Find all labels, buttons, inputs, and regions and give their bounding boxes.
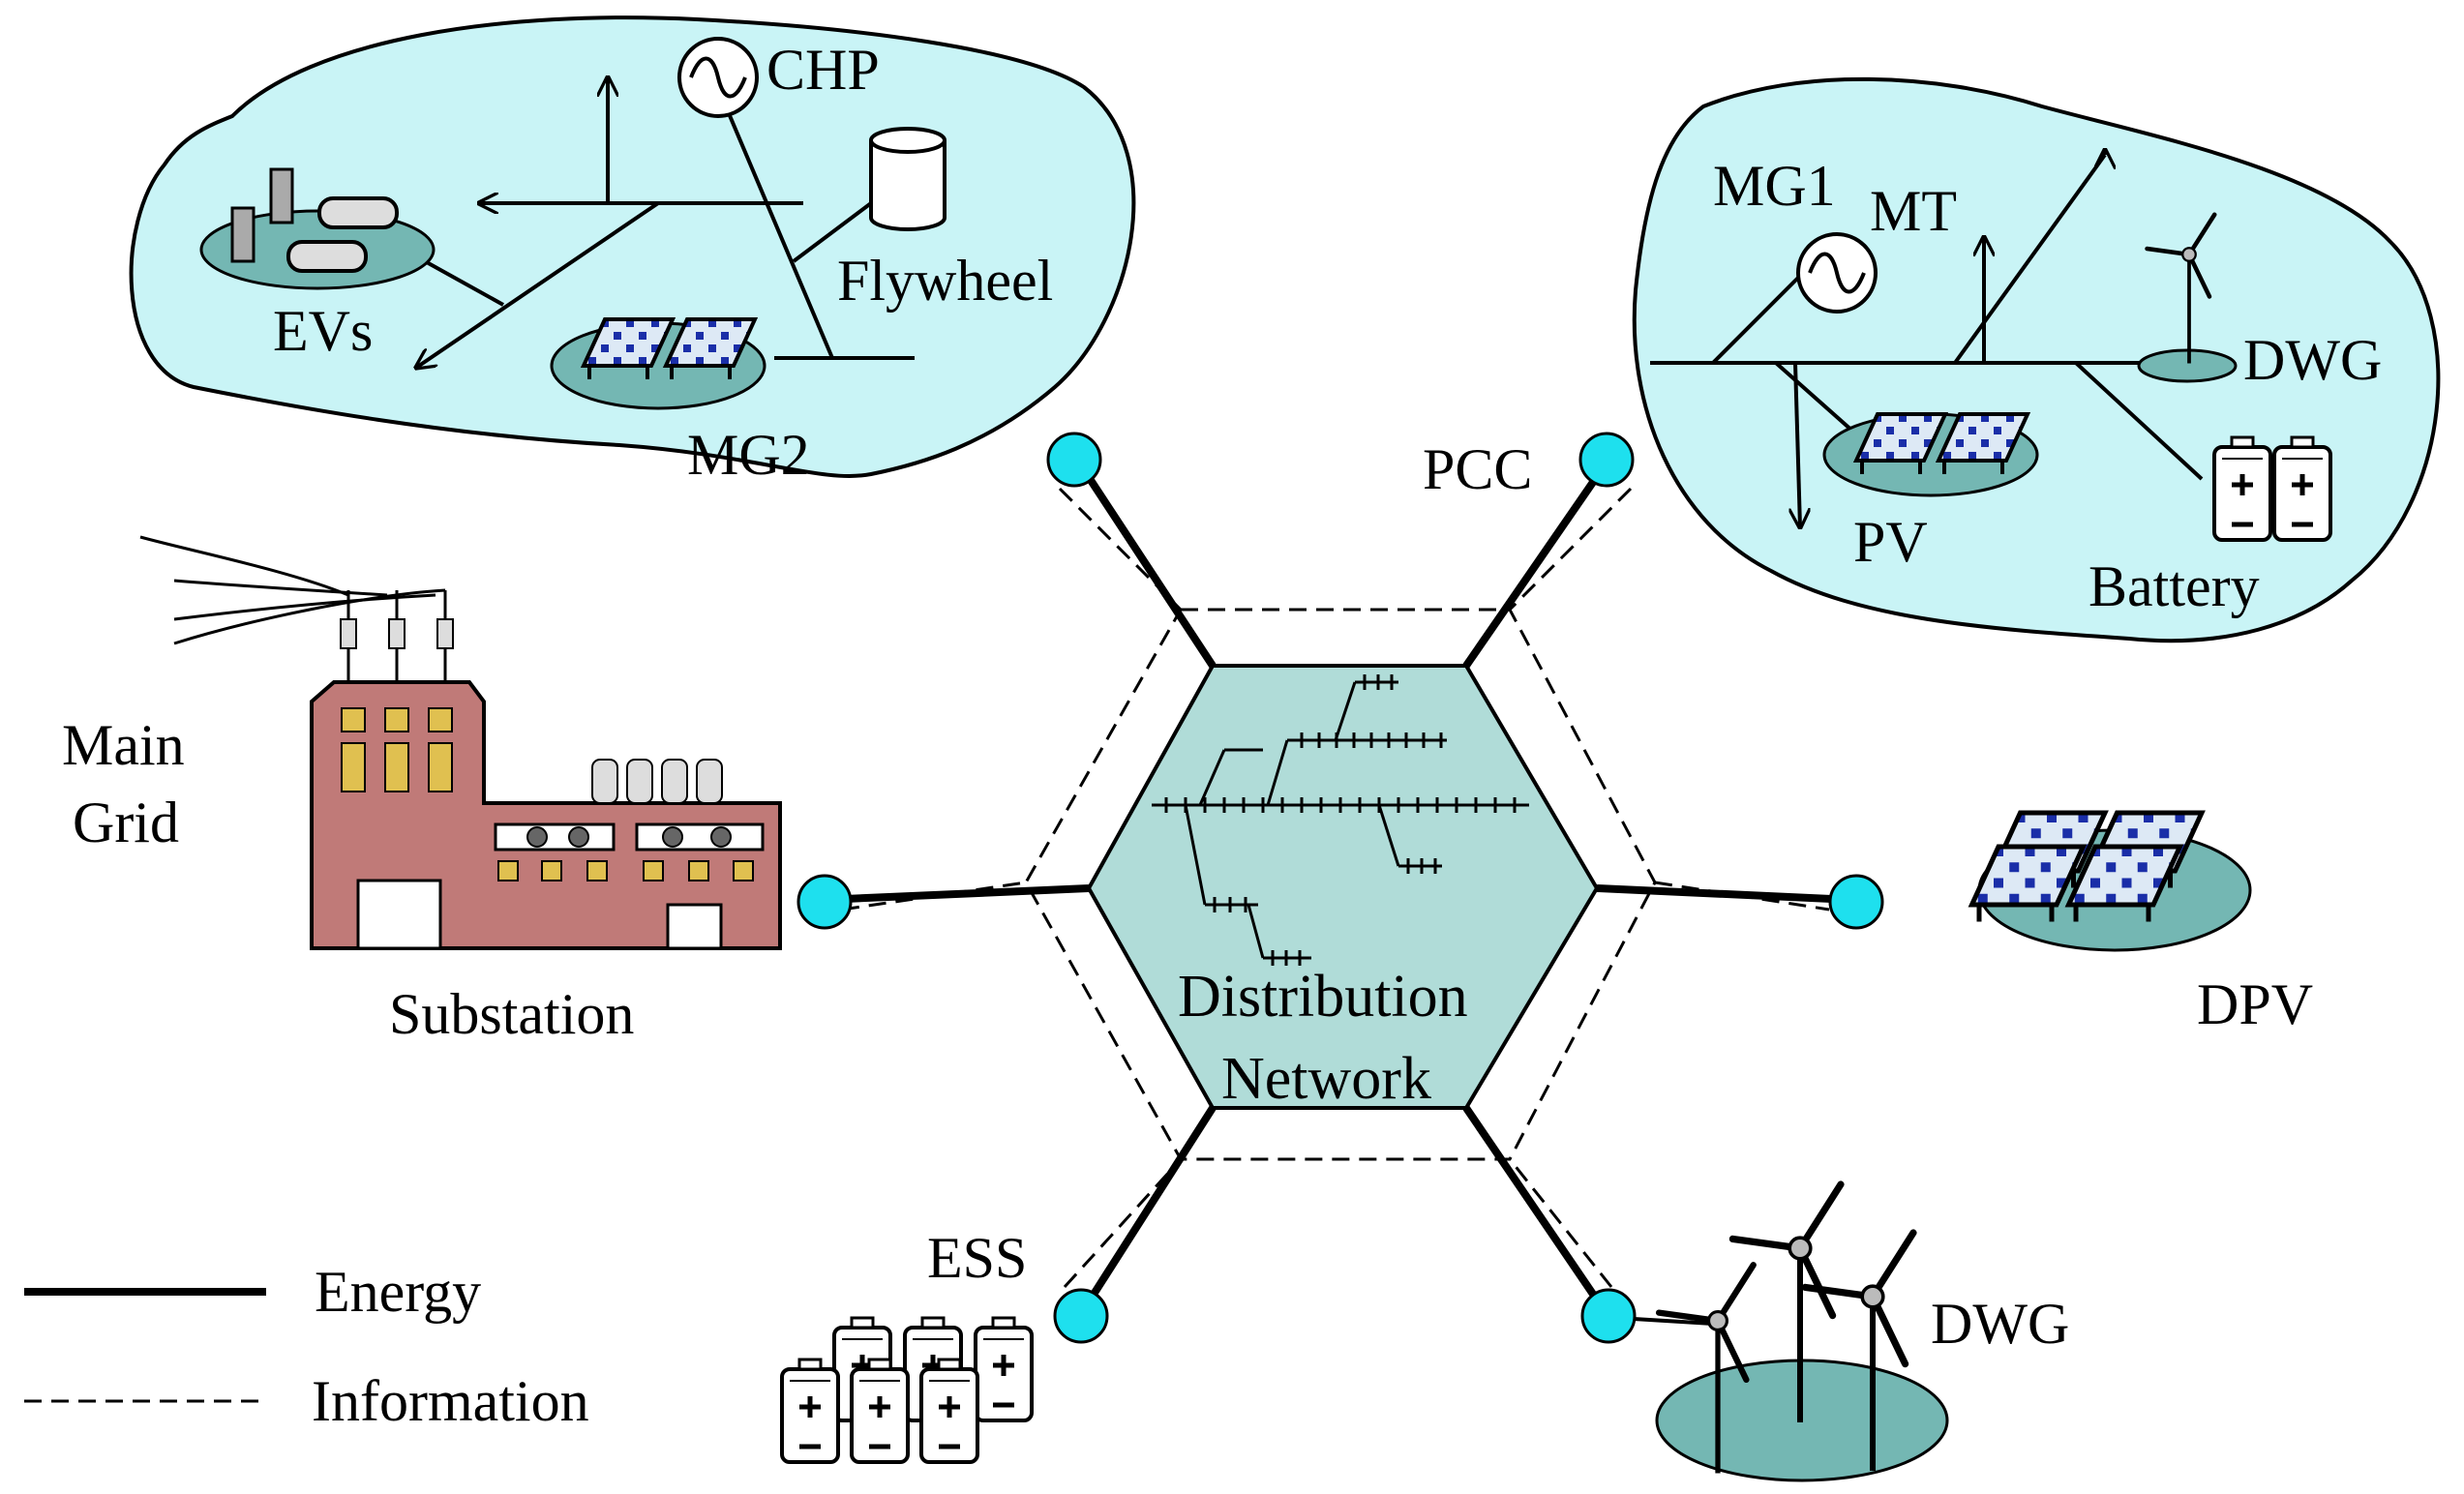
dpv-icon bbox=[1972, 813, 2252, 952]
main-grid-label-line2: Grid bbox=[73, 791, 179, 854]
ess-node bbox=[1053, 1288, 1109, 1344]
flywheel-label: Flywheel bbox=[837, 249, 1053, 313]
ev-charging-icon bbox=[199, 167, 436, 290]
pcc-label: PCC bbox=[1423, 437, 1532, 501]
mg1-label: MG1 bbox=[1713, 154, 1836, 218]
main-grid-label-line1: Main bbox=[62, 713, 185, 777]
substation-label: Substation bbox=[389, 982, 634, 1046]
energy-links bbox=[822, 460, 1854, 1317]
feeder-taps bbox=[1164, 674, 1517, 966]
mt-label: MT bbox=[1870, 179, 1957, 243]
ess-label: ESS bbox=[927, 1226, 1027, 1290]
substation-icon bbox=[139, 535, 782, 950]
legend-information-label: Information bbox=[312, 1369, 589, 1433]
mg2-pcc-node bbox=[1046, 432, 1102, 488]
mg1-dwg-icon bbox=[2137, 215, 2238, 383]
network-label-line1: Distribution bbox=[1178, 964, 1468, 1030]
flywheel-icon bbox=[869, 127, 947, 231]
mt-generator-icon bbox=[1796, 232, 1878, 314]
mg1-contents: MG1 MT DWG PV Battery bbox=[1650, 150, 2382, 618]
network-label-line2: Network bbox=[1221, 1046, 1431, 1112]
battery-label: Battery bbox=[2088, 554, 2260, 618]
mg1-pcc-node bbox=[1578, 432, 1635, 488]
legend-energy-label: Energy bbox=[315, 1260, 481, 1324]
mg2-pv-icon bbox=[550, 317, 766, 410]
mg1-pv-label: PV bbox=[1853, 510, 1928, 574]
dpv-node bbox=[1828, 874, 1884, 930]
mg2-label: MG2 bbox=[687, 423, 810, 487]
dwg-node bbox=[1580, 1288, 1637, 1344]
chp-generator-icon bbox=[677, 37, 759, 118]
distribution-network-hexagon bbox=[1086, 664, 1600, 1110]
legend: Energy Information bbox=[24, 1260, 589, 1433]
chp-label: CHP bbox=[766, 38, 880, 102]
mg1-pv-icon bbox=[1822, 412, 2039, 497]
connection-nodes bbox=[796, 432, 1884, 1344]
dwg-label: DWG bbox=[1931, 1292, 2069, 1356]
substation-node bbox=[796, 874, 853, 930]
dwg-icon bbox=[1633, 1184, 1949, 1482]
mg2-contents: CHP Flywheel EVs MG2 bbox=[199, 37, 1053, 487]
dpv-label: DPV bbox=[2197, 972, 2313, 1036]
mg1-dwg-label: DWG bbox=[2243, 328, 2382, 392]
evs-label: EVs bbox=[273, 299, 373, 363]
ess-icon bbox=[782, 1318, 1032, 1462]
